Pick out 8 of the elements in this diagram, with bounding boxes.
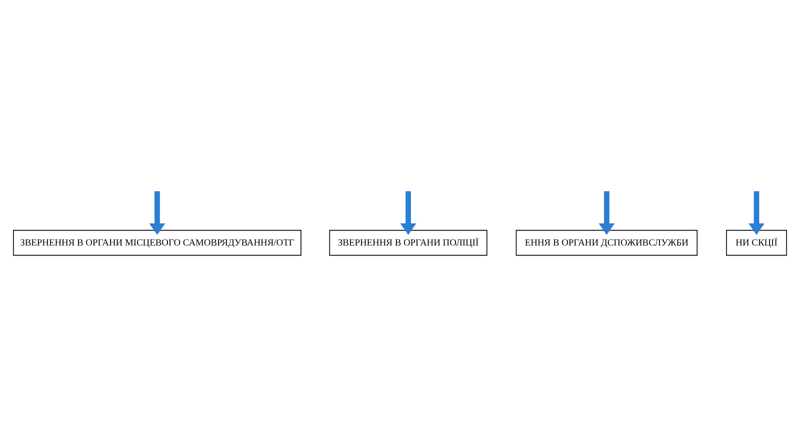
arrow: [748, 190, 765, 234]
node-box: НИ СКЦІЇ: [726, 229, 787, 256]
node-box: ЗВЕРНЕННЯ В ОРГАНИ ПОЛІЦІЇ: [329, 229, 488, 256]
arrow: [400, 190, 416, 234]
arrow: [149, 190, 166, 234]
node-box: ЕННЯ В ОРГАНИ ДСПОЖИВСЛУЖБИ: [516, 229, 698, 256]
arrow: [598, 190, 615, 234]
node-box: ЗВЕРНЕННЯ В ОРГАНИ МІСЦЕВОГО САМОВРЯДУВАННЯ/ОТГ: [13, 229, 302, 256]
